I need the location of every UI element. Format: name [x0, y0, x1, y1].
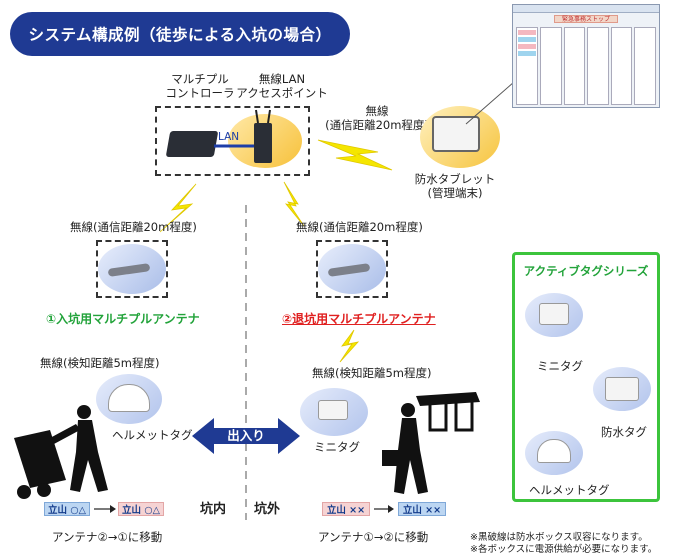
note-line: ※各ボックスに電源供給が必要になります。	[470, 544, 658, 556]
access-point-device-icon	[254, 123, 272, 163]
outside-detect-label: 無線(検知距離5m程度)	[312, 366, 432, 380]
inside-detect-label: 無線(検知距離5m程度)	[40, 356, 160, 370]
series-title: アクティブタグシリーズ	[523, 264, 649, 278]
series-waterproof-label: 防水タグ	[601, 425, 647, 439]
page-title: システム構成例（徒歩による入坑の場合）	[10, 12, 350, 56]
series-waterproof-icon	[605, 377, 639, 401]
outside-move-label: アンテナ①→②に移動	[318, 530, 429, 544]
entry-antenna-label: ①入坑用マルチプルアンテナ	[46, 312, 200, 326]
note-line: ※黒破線は防水ボックス収容になります。	[470, 532, 648, 543]
helmet-icon	[108, 384, 150, 412]
exit-antenna-label: ②退坑用マルチプルアンテナ	[282, 312, 436, 326]
access-point-label: 無線LAN アクセスポイント	[236, 72, 328, 101]
inside-to-chip: 立山 ○△	[118, 502, 164, 516]
mini-tag-icon	[318, 400, 348, 420]
inside-from-chip: 立山 ○△	[44, 502, 90, 516]
series-mini-label: ミニタグ	[537, 359, 583, 373]
inside-move-label: アンテナ②→①に移動	[52, 530, 163, 544]
series-helmet-icon	[537, 439, 571, 463]
series-mini-icon	[539, 303, 569, 325]
entry-antenna-wireless-label: 無線(通信距離20m程度)	[70, 220, 197, 234]
notes: ※黒破線は防水ボックス収容になります。 ※各ボックスに電源供給が必要になります。	[470, 532, 657, 557]
mini-tag-label: ミニタグ	[314, 440, 360, 454]
controller-label: マルチプル コントローラ	[165, 72, 235, 101]
exit-antenna-wireless-label: 無線(通信距離20m程度)	[296, 220, 423, 234]
in-out-label: 出入り	[227, 428, 265, 443]
lan-label: LAN	[218, 131, 240, 143]
inside-label: 坑内	[200, 502, 227, 517]
screen-title: 緊急事務ストップ	[554, 15, 618, 23]
series-helmet-label: ヘルメットタグ	[529, 483, 610, 497]
tablet-label: 防水タブレット (管理端末)	[414, 172, 496, 201]
tablet-wireless-label: 無線 (通信距離20m程度)	[325, 104, 429, 133]
active-tag-series-box: アクティブタグシリーズ ミニタグ 防水タグ ヘルメットタグ	[512, 252, 660, 502]
outside-to-chip: 立山 ××	[398, 502, 446, 516]
outside-from-chip: 立山 ××	[322, 502, 370, 516]
helmet-tag-label: ヘルメットタグ	[112, 428, 193, 442]
tablet-icon	[432, 116, 480, 152]
management-screen: 緊急事務ストップ	[512, 4, 660, 108]
outside-label: 坑外	[254, 502, 281, 517]
